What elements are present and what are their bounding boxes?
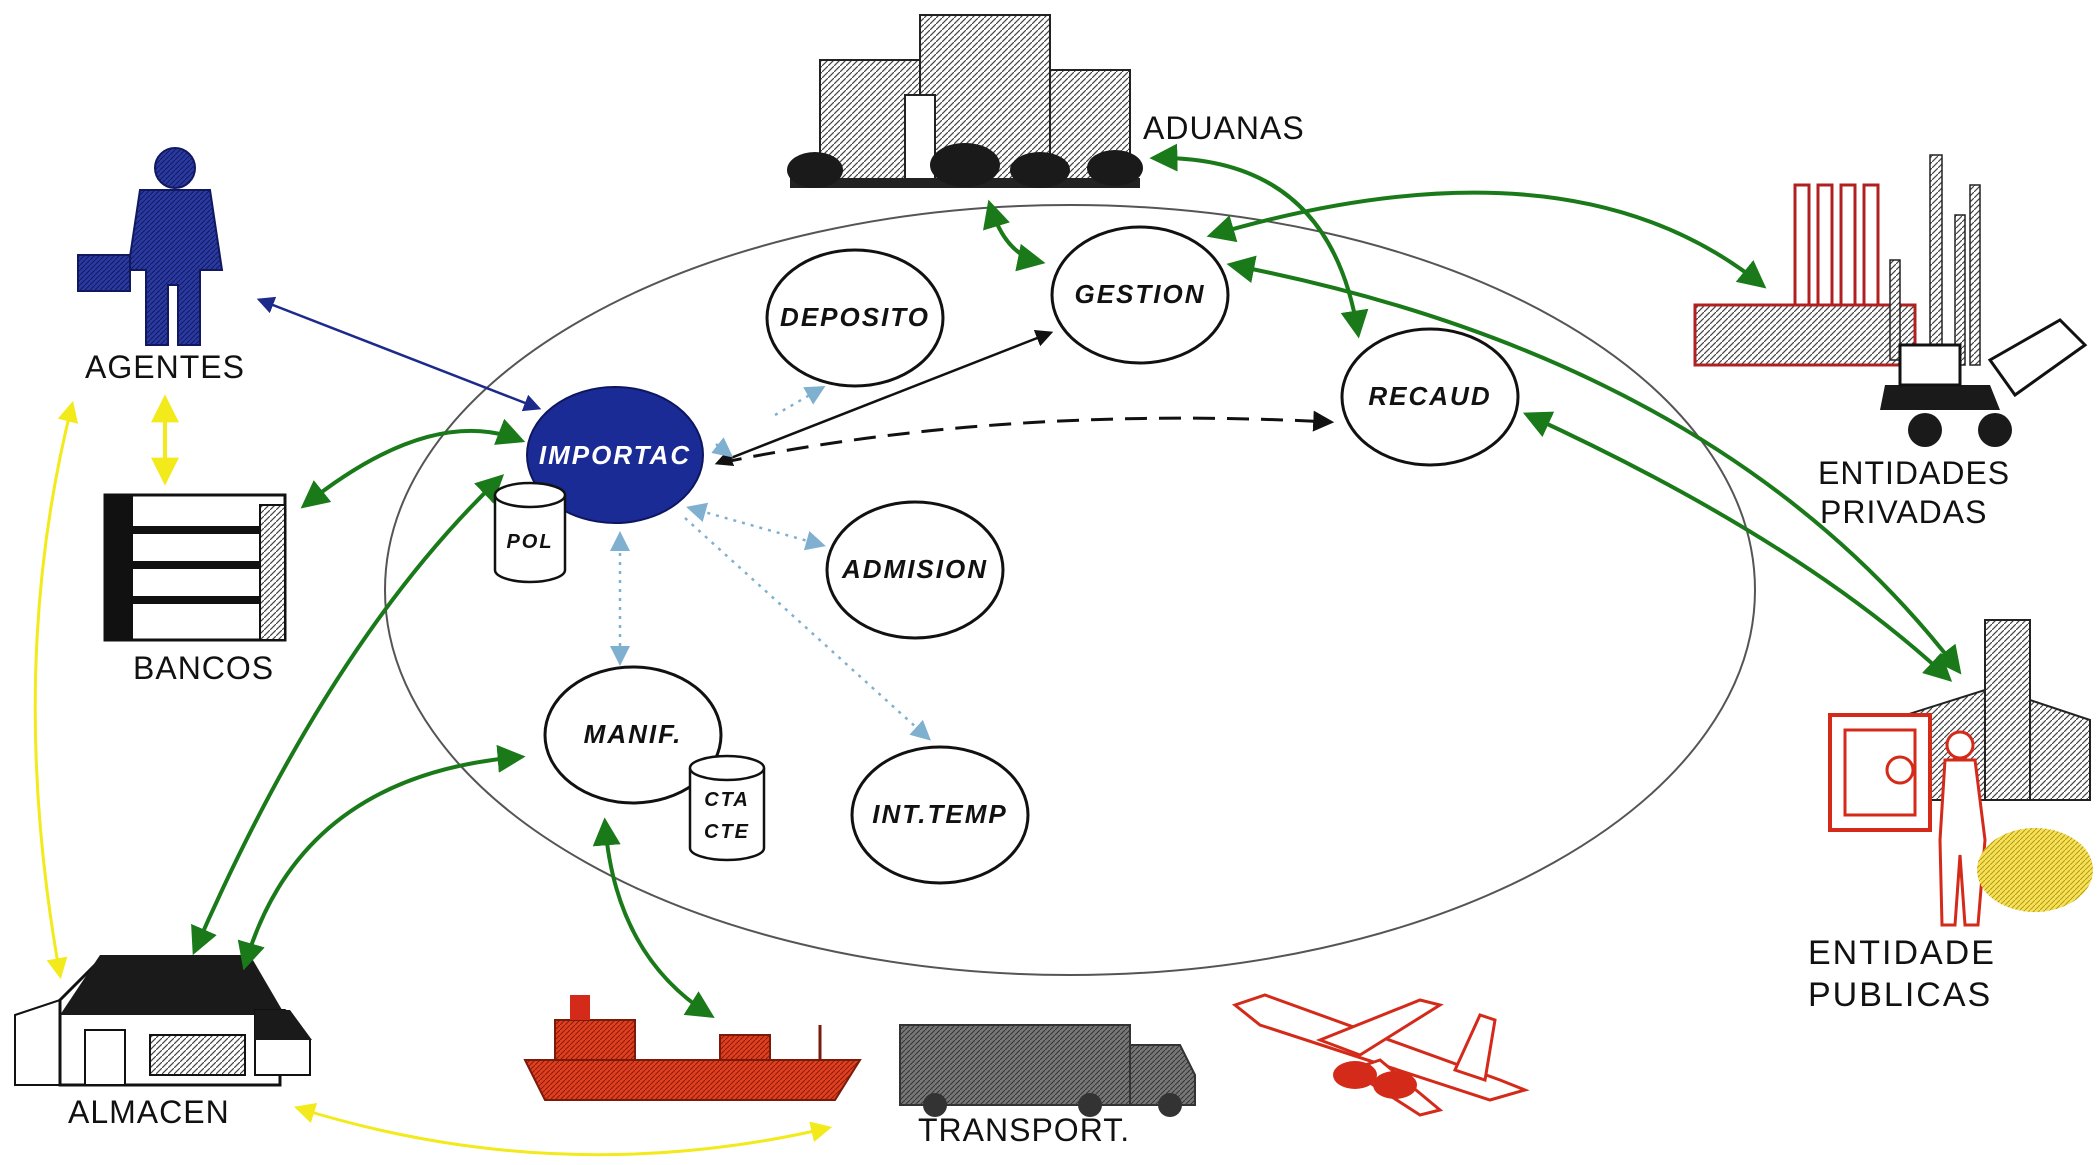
agentes-label: AGENTES	[85, 349, 245, 385]
almacen-warehouse-icon	[14, 955, 312, 1087]
agentes-person-icon	[77, 147, 224, 346]
almacen-label: ALMACEN	[68, 1094, 230, 1130]
entidades-privadas-label-line1: ENTIDADES	[1818, 455, 2011, 491]
node-recaud-label: RECAUD	[1368, 381, 1491, 411]
link-manif-ship	[592, 817, 715, 1018]
airplane-icon	[1231, 993, 1530, 1117]
node-admision-label: ADMISION	[841, 554, 988, 584]
node-deposito: DEPOSITO	[765, 248, 945, 388]
ship-icon	[523, 995, 862, 1101]
node-gestion-label: GESTION	[1074, 279, 1205, 309]
bancos-label: BANCOS	[133, 650, 275, 686]
bancos-building-icon	[103, 493, 287, 642]
node-admision: ADMISION	[825, 500, 1005, 640]
node-manif: MANIF.	[543, 665, 723, 805]
node-deposito-label: DEPOSITO	[780, 302, 930, 332]
node-int-temp: INT.TEMP	[850, 745, 1030, 885]
entidades-privadas-factory-icon	[1693, 154, 2088, 447]
database-cte-label: CTE	[704, 821, 750, 843]
database-cta-cte-icon: CTA CTE	[688, 754, 766, 862]
link-recaud-publicas	[1522, 411, 1953, 682]
link-agentes-importac	[256, 296, 542, 412]
link-importac-deposito	[774, 386, 826, 417]
node-recaud: RECAUD	[1340, 327, 1520, 467]
link-almacen-importac	[191, 474, 505, 956]
node-manif-label: MANIF.	[584, 719, 683, 749]
database-pol-icon: POL	[493, 481, 567, 584]
link-importac-gestion	[714, 329, 1054, 467]
link-importac-admision	[686, 502, 826, 551]
aduanas-label: ADUANAS	[1143, 110, 1305, 146]
database-pol-label: POL	[506, 531, 553, 553]
link-bancos-importac	[300, 418, 526, 509]
entidade-publicas-label-line2: PUBLICAS	[1808, 976, 1993, 1014]
entidade-publicas-label-line1: ENTIDADE	[1808, 934, 1996, 972]
node-gestion: GESTION	[1050, 225, 1230, 365]
link-agentes-almacen	[33, 400, 79, 980]
link-almacen-manif	[237, 744, 526, 971]
aduanas-building-icon	[787, 14, 1143, 188]
link-aduanas-gestion	[983, 199, 1046, 272]
link-almacen-transport	[293, 1102, 833, 1157]
node-importac: IMPORTAC	[526, 386, 704, 524]
link-importac-recaud	[719, 410, 1335, 465]
transport-label: TRANSPORT.	[918, 1112, 1131, 1148]
entidade-publicas-building-icon	[1828, 619, 2093, 927]
link-importac-self	[711, 437, 734, 458]
link-importac-inttemp	[684, 517, 931, 741]
link-gestion-privadas	[1206, 190, 1767, 289]
truck-icon	[899, 1024, 1196, 1117]
node-int-temp-label: INT.TEMP	[872, 799, 1007, 829]
node-importac-label: IMPORTAC	[539, 440, 691, 470]
entidades-privadas-label-line2: PRIVADAS	[1820, 494, 1988, 530]
database-cta-label: CTA	[704, 789, 750, 811]
